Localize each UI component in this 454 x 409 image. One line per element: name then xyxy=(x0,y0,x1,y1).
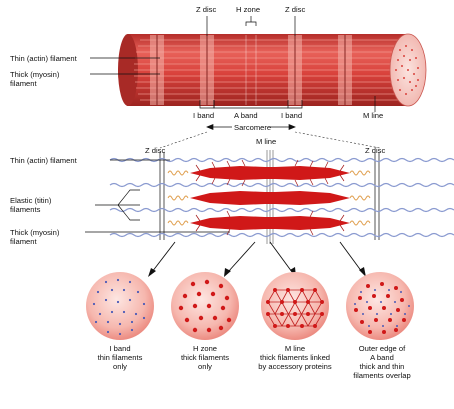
fiber-i-band-right-label: I band xyxy=(281,111,303,120)
fiber-thin-filament-label: Thin (actin) filament xyxy=(10,54,77,63)
caption-a-band-edge-line-2: A band xyxy=(370,353,394,362)
sarcomere-m-line-label: M line xyxy=(256,137,277,146)
fiber-z-lines xyxy=(156,35,346,105)
fiber-band-brackets xyxy=(199,96,376,112)
sarcomere-z-disc-right-label: Z disc xyxy=(365,146,386,155)
caption-i-band-line-3: only xyxy=(113,362,127,371)
thin-filament-dots xyxy=(92,278,146,336)
linked-thick-filament-dots xyxy=(266,288,324,328)
caption-h-zone-line-3: only xyxy=(198,362,212,371)
fiber-i-band-left-label: I band xyxy=(193,111,215,120)
caption-a-band-edge-line-4: filaments overlap xyxy=(353,371,411,380)
cross-section-arrows xyxy=(151,241,363,273)
sarcomere-detail xyxy=(85,150,454,277)
caption-i-band: I band thin filaments only xyxy=(80,344,160,371)
caption-a-band-edge: Outer edge of A band thick and thin fila… xyxy=(342,344,422,380)
cross-section-i-band xyxy=(86,272,154,340)
caption-h-zone-line-1: H zone xyxy=(192,344,218,353)
fiber-h-zone-label: H zone xyxy=(236,5,261,14)
cross-section-m-line xyxy=(261,272,329,340)
fiber-z-disc-right-label: Z disc xyxy=(285,5,306,14)
fiber-left-pointers xyxy=(90,57,160,75)
fiber-a-band-label: A band xyxy=(234,111,258,120)
fiber-striations xyxy=(134,39,405,101)
fiber-z-disc-left-label: Z disc xyxy=(196,5,217,14)
myosin-heads xyxy=(195,159,345,236)
fiber-h-zone xyxy=(245,35,257,105)
caption-m-line-line-3: by accessory proteins xyxy=(258,362,332,371)
sarcomere-z-disc-left-label: Z disc xyxy=(145,146,166,155)
overlap-thin-dots xyxy=(354,289,410,327)
caption-h-zone-line-2: thick filaments xyxy=(180,353,230,362)
sarcomere-elastic-label-1: Elastic (titin) xyxy=(10,196,52,205)
sarcomere-label: Sarcomere xyxy=(234,123,272,132)
sarcomere-thick-label-2: filament xyxy=(10,237,37,246)
sarcomere-pointers xyxy=(85,159,230,233)
sarcomere-arrow xyxy=(206,123,296,131)
thick-filament-dots xyxy=(178,279,232,333)
caption-m-line-line-1: M line xyxy=(284,344,306,353)
caption-m-line-line-2: thick filaments linked xyxy=(259,353,331,362)
sarcomere-thick-label-1: Thick (myosin) xyxy=(10,228,60,237)
caption-i-band-line-1: I band xyxy=(109,344,131,353)
accessory-protein-links xyxy=(267,289,323,327)
cross-section-h-zone xyxy=(171,272,239,340)
sarcomere-z-discs xyxy=(159,152,380,240)
caption-m-line: M line thick filaments linked by accesso… xyxy=(250,344,340,371)
cross-section-a-band-edge xyxy=(346,272,414,340)
fiber-thick-filament-label-1: Thick (myosin) xyxy=(10,70,60,79)
zoom-dashed-lines xyxy=(159,131,381,149)
sarcomere-thin-filament-label: Thin (actin) filament xyxy=(10,156,77,165)
cross-section-arrowheads xyxy=(148,267,366,277)
titin-springs xyxy=(167,170,371,226)
fiber-m-line-label: M line xyxy=(363,111,384,120)
caption-a-band-edge-line-1: Outer edge of xyxy=(358,344,406,353)
caption-h-zone: H zone thick filaments only xyxy=(165,344,245,371)
muscle-fiber-cylinder xyxy=(118,33,427,107)
sarcomere-elastic-label-2: filaments xyxy=(10,205,41,214)
fiber-left-end xyxy=(118,34,138,106)
myosin-filaments xyxy=(190,166,350,230)
fiber-end-dots xyxy=(395,45,419,95)
fiber-thick-filament-label-2: filament xyxy=(10,79,37,88)
caption-i-band-line-2: thin filaments xyxy=(97,353,143,362)
caption-a-band-edge-line-3: thick and thin xyxy=(359,362,405,371)
overlap-thick-dots xyxy=(354,282,406,334)
fiber-top-markers xyxy=(206,16,296,36)
actin-filaments xyxy=(109,157,454,238)
